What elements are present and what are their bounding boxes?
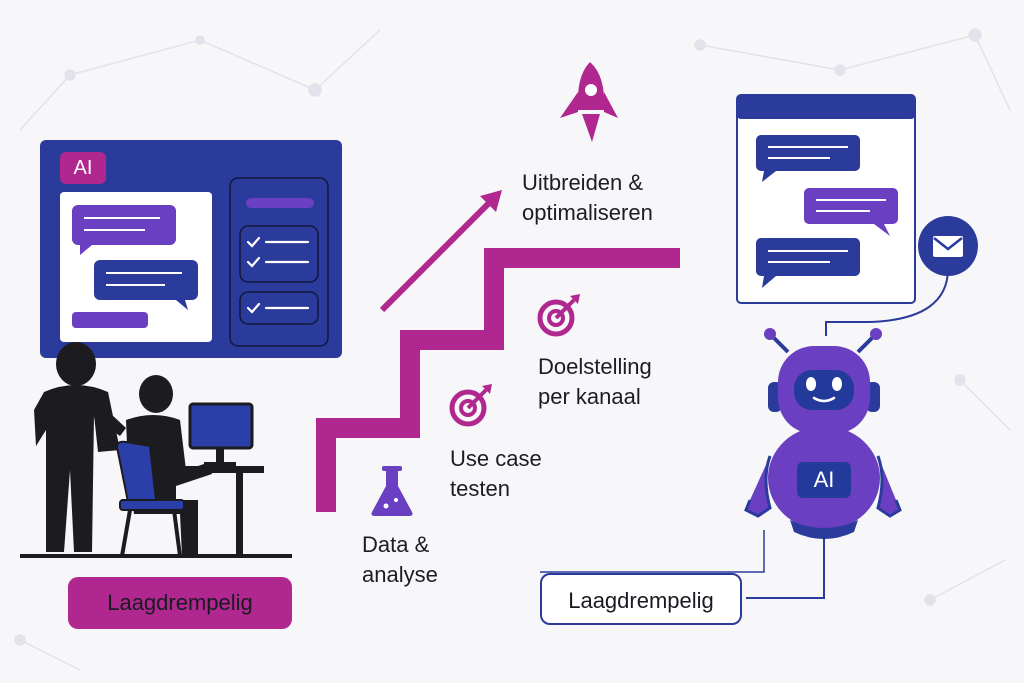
- chat-bubble: [756, 238, 860, 288]
- step-label-doelstelling: Doelstelling per kanaal: [538, 354, 652, 409]
- rocket-icon: [560, 62, 618, 142]
- step-label-uitbreiden: Uitbreiden & optimaliseren: [522, 170, 653, 225]
- chair-icon: [116, 440, 185, 557]
- ai-tag: AI: [60, 152, 106, 184]
- robot-icon: [744, 328, 902, 539]
- background-network: [14, 28, 1011, 671]
- ai-dashboard-panel: [40, 140, 342, 358]
- target-icon: [537, 294, 580, 337]
- chat-bubble: [804, 188, 898, 236]
- target-icon: [449, 384, 492, 427]
- flask-icon: [371, 466, 413, 516]
- monitor-icon: [188, 402, 254, 466]
- chat-window: [736, 94, 916, 304]
- growth-arrow-icon: [379, 190, 502, 313]
- robot-chest-label: AI: [797, 462, 851, 498]
- chat-bubble: [72, 312, 148, 328]
- standing-person-icon: [34, 342, 126, 552]
- envelope-icon: [918, 216, 978, 276]
- people-at-desk-illustration: [20, 342, 292, 558]
- step-label-data-analyse: Data & analyse: [362, 532, 438, 587]
- laagdrempelig-badge-right: Laagdrempelig: [540, 573, 742, 625]
- chat-bubble: [72, 205, 176, 255]
- chat-bubble: [756, 135, 860, 182]
- step-label-use-case-testen: Use case testen: [450, 446, 542, 501]
- staircase-path: [316, 248, 680, 512]
- laagdrempelig-badge-left: Laagdrempelig: [68, 577, 292, 629]
- chat-bubble: [94, 260, 198, 310]
- checklist-icon: [246, 236, 310, 268]
